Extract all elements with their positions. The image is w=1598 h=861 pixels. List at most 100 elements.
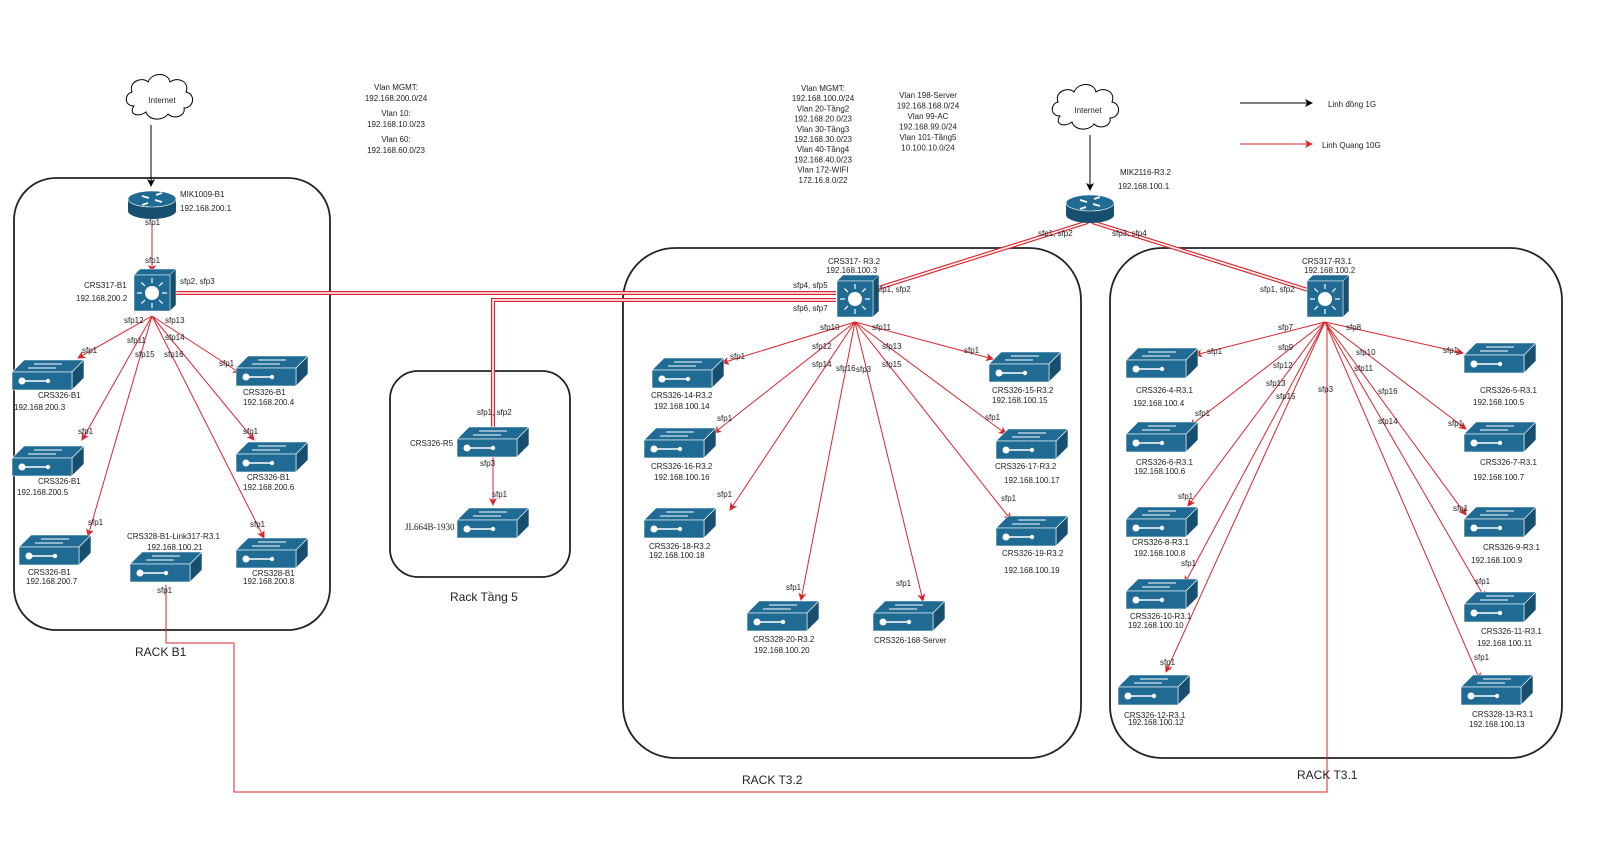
switch-icon: [456, 426, 530, 458]
port-label-dest: sfp1: [985, 413, 1001, 422]
device-b1-sw6[interactable]: [235, 441, 309, 473]
cloud-label: Internet: [1074, 106, 1102, 115]
device-crs317-b1[interactable]: [133, 268, 177, 312]
vlan-note-line: 192.168.168.0/24: [897, 102, 960, 111]
port-label-dest: sfp1, sfp2: [876, 285, 911, 294]
port-label-source: sfp14: [1378, 417, 1398, 426]
vlan-note-line: 192.168.100.0/24: [792, 94, 855, 103]
router-icon: [1065, 194, 1115, 223]
device-name: CRS326-B1: [28, 568, 71, 577]
device-name: CRS326-8-R3.1: [1132, 538, 1189, 547]
switch-icon: [1125, 347, 1199, 379]
device-r32-19[interactable]: [995, 515, 1069, 547]
device-r32-server[interactable]: [872, 600, 946, 632]
device-b1-sw5[interactable]: [11, 445, 85, 477]
port-label-dest: sfp1, sfp2: [477, 408, 512, 417]
internet-b1: Internet: [125, 74, 193, 120]
device-b1-sw3[interactable]: [11, 359, 85, 391]
port-label-source: sfp16: [836, 364, 856, 373]
device-r31-9[interactable]: [1463, 506, 1537, 538]
switch-icon: [1463, 342, 1537, 374]
link-line: [1189, 321, 1326, 427]
device-r32-16[interactable]: [643, 427, 717, 459]
port-label-source: sfp16: [164, 350, 184, 359]
link-line: [854, 321, 926, 602]
device-ip: 192.168.200.1: [180, 204, 232, 213]
device-r32-15[interactable]: [988, 351, 1062, 383]
switch-icon: [1117, 674, 1191, 706]
link-crs317-r31-to-r31-11: [1324, 321, 1486, 599]
port-label-dest: sfp1: [1001, 494, 1017, 503]
legend-label: Linh đồng 1G: [1328, 100, 1376, 109]
switch-icon: [643, 427, 717, 459]
link-crs317-r31-to-r31-7: [1324, 321, 1467, 430]
port-label-source: sfp15: [1276, 392, 1296, 401]
device-mik1009-b1[interactable]: [127, 190, 177, 219]
link-crs317-b1-to-b1-sw8: [151, 315, 265, 539]
vlan-note-line: 192.168.40.0/23: [794, 155, 852, 164]
device-ip: 192.168.100.10: [1128, 621, 1184, 630]
device-ip: 192.168.100.11: [1477, 639, 1533, 648]
vlan-note-line: 192.168.200.0/24: [365, 94, 428, 103]
device-name: CRS326-5-R3.1: [1480, 386, 1537, 395]
device-ip: 192.168.200.6: [243, 483, 295, 492]
device-name: CRS328-13-R3.1: [1472, 710, 1534, 719]
port-label-dest: sfp1: [896, 579, 912, 588]
port-label-source: sfp11: [127, 336, 147, 345]
device-ip: 192.168.100.13: [1469, 720, 1525, 729]
rack-border: [622, 247, 1082, 759]
device-r31-11[interactable]: [1463, 591, 1537, 623]
device-ip: 192.168.200.7: [26, 577, 78, 586]
device-b1-sw8[interactable]: [235, 537, 309, 569]
link-crs317-r32-to-crs326-r5: [491, 298, 836, 428]
vlan-note-line: Vlan 198-Server: [899, 91, 957, 100]
link-crs317-r32-to-r32-18: [729, 321, 856, 511]
link-line: [81, 315, 153, 441]
vlan-note-line: Vlan 40-Tầng4: [797, 145, 850, 154]
switch-icon: [995, 428, 1069, 460]
device-ip: 192.168.100.15: [992, 396, 1048, 405]
device-r31-12[interactable]: [1117, 674, 1191, 706]
device-ip: 192.168.100.20: [754, 646, 810, 655]
device-r31-4[interactable]: [1125, 347, 1199, 379]
switch-icon: [746, 600, 820, 632]
core-switch-icon: [133, 268, 177, 312]
port-label-source: sfp3, sfp4: [1112, 229, 1147, 238]
device-r31-5[interactable]: [1463, 342, 1537, 374]
device-r31-10[interactable]: [1125, 578, 1199, 610]
device-crs326-r5[interactable]: [456, 426, 530, 458]
link-line: [1165, 321, 1326, 673]
link-crs317-r31-to-r31-4: [1194, 321, 1326, 358]
device-r31-7[interactable]: [1463, 421, 1537, 453]
port-label-dest: sfp1: [1160, 658, 1176, 667]
device-name: CRS326-17-R3.2: [995, 462, 1057, 471]
device-r32-20[interactable]: [746, 600, 820, 632]
device-ip: 192.168.200.3: [14, 403, 66, 412]
device-crs317-r31[interactable]: [1306, 274, 1350, 318]
port-label-dest: sfp1: [78, 427, 94, 436]
device-r31-8[interactable]: [1125, 506, 1199, 538]
device-r32-18[interactable]: [643, 507, 717, 539]
link-line: [1194, 321, 1326, 358]
port-label-dest: sfp1: [1443, 346, 1459, 355]
port-label-source: sfp13: [882, 342, 902, 351]
vlan-note-line: 10.100.10.0/24: [901, 144, 955, 153]
device-mik2116[interactable]: [1065, 194, 1115, 223]
port-label-source: sfp15: [882, 360, 902, 369]
device-name: CRS317-B1: [84, 281, 127, 290]
device-ip: 192.168.200.2: [76, 294, 128, 303]
device-r32-17[interactable]: [995, 428, 1069, 460]
device-r31-6[interactable]: [1125, 421, 1199, 453]
device-b1-sw4[interactable]: [235, 355, 309, 387]
port-label-source: sfp7: [1278, 323, 1294, 332]
link-crs317-r32-to-r32-15: [854, 321, 994, 362]
device-jl664b[interactable]: [456, 507, 530, 539]
device-b1-link[interactable]: [129, 551, 203, 583]
switch-icon: [129, 551, 203, 583]
device-r31-13[interactable]: [1460, 674, 1534, 706]
port-label-source: sfp12: [812, 342, 832, 351]
link-crs317-b1-to-b1-sw6: [151, 315, 255, 441]
device-crs317-r32[interactable]: [836, 274, 880, 318]
device-b1-sw7[interactable]: [18, 534, 92, 566]
device-r32-14[interactable]: [651, 357, 725, 389]
